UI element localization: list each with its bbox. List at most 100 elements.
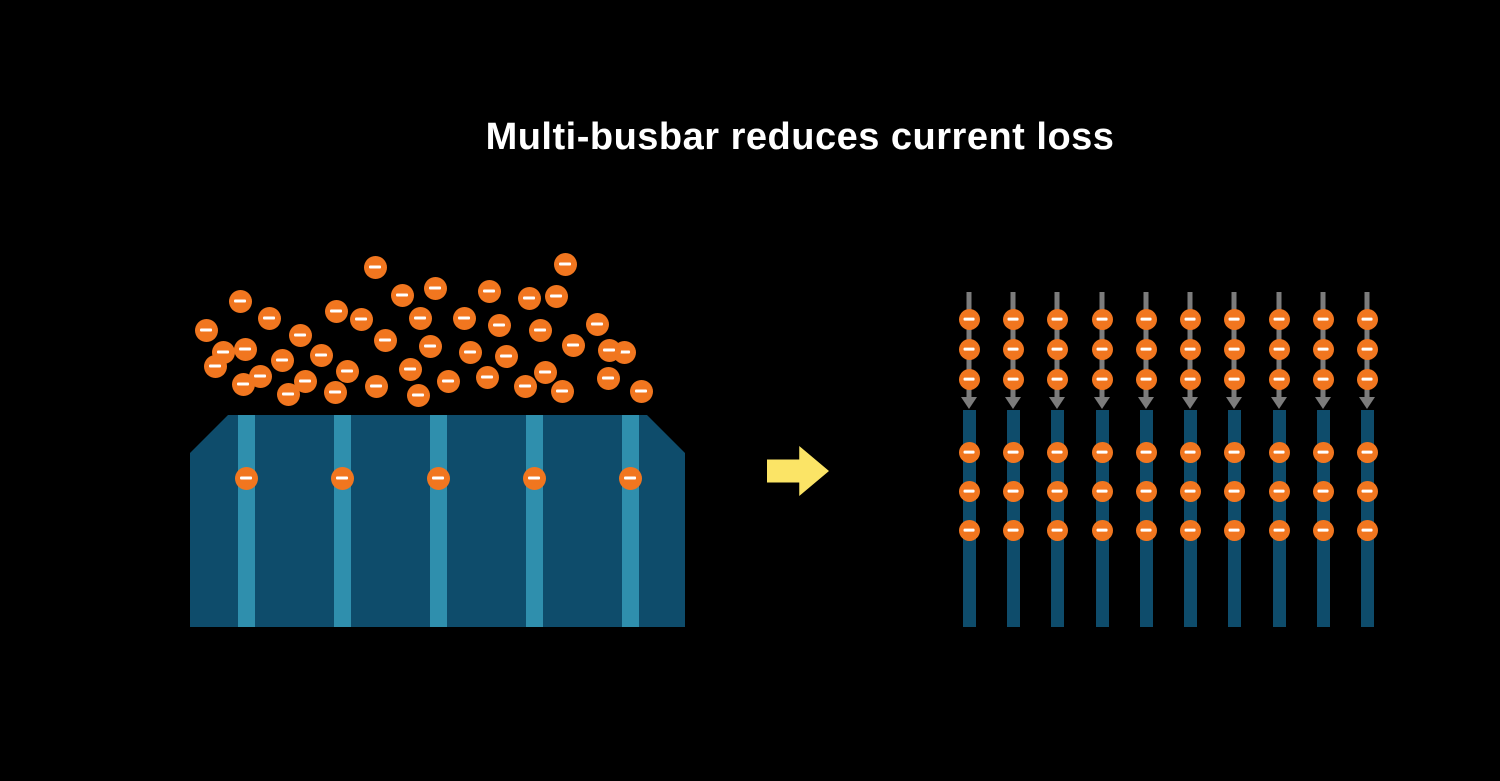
collected-electron-icon (1223, 519, 1245, 541)
free-electron-icon (398, 357, 422, 381)
collected-electron-icon (1135, 480, 1157, 502)
busbar-stripe (622, 415, 639, 627)
free-electron-icon (553, 252, 577, 276)
diagram-title: Multi-busbar reduces current loss (485, 116, 1115, 158)
collected-electron-icon (1046, 519, 1068, 541)
incoming-electron-icon (1002, 368, 1024, 390)
collected-electron-icon (1268, 441, 1290, 463)
collected-electron-icon (1268, 519, 1290, 541)
collected-electron-icon (1046, 480, 1068, 502)
incoming-electron-icon (1002, 308, 1024, 330)
incoming-electron-icon (1312, 338, 1334, 360)
free-electron-icon (257, 306, 281, 330)
incoming-electron-icon (1002, 338, 1024, 360)
collected-electron-icon (330, 466, 354, 490)
free-electron-icon (517, 286, 541, 310)
collected-electron-icon (1179, 519, 1201, 541)
free-electron-icon (194, 318, 218, 342)
incoming-electron-icon (1046, 368, 1068, 390)
busbar-stripe (526, 415, 543, 627)
incoming-electron-icon (1179, 338, 1201, 360)
collected-electron-icon (1091, 480, 1113, 502)
free-electron-icon (458, 340, 482, 364)
incoming-electron-icon (1179, 368, 1201, 390)
collected-electron-icon (1312, 519, 1334, 541)
collected-electron-icon (1135, 441, 1157, 463)
collected-electron-icon (1312, 480, 1334, 502)
incoming-electron-icon (958, 308, 980, 330)
multi-busbar-stripe (1183, 410, 1197, 627)
free-electron-icon (494, 344, 518, 368)
free-electron-icon (585, 312, 609, 336)
free-electron-icon (436, 369, 460, 393)
free-electron-icon (276, 382, 300, 406)
collected-electron-icon (1046, 441, 1068, 463)
incoming-electron-icon (958, 338, 980, 360)
free-electron-icon (533, 360, 557, 384)
down-arrow-head (1182, 397, 1198, 409)
free-electron-icon (231, 372, 255, 396)
free-electron-icon (390, 283, 414, 307)
collected-electron-icon (1135, 519, 1157, 541)
free-electron-icon (349, 307, 373, 331)
free-electron-icon (528, 318, 552, 342)
multi-busbar-stripe (1272, 410, 1286, 627)
collected-electron-icon (1002, 441, 1024, 463)
incoming-electron-icon (1268, 338, 1290, 360)
collected-electron-icon (1179, 480, 1201, 502)
incoming-electron-icon (1046, 338, 1068, 360)
free-electron-icon (550, 379, 574, 403)
free-electron-icon (513, 374, 537, 398)
incoming-electron-icon (1268, 368, 1290, 390)
collected-electron-icon (958, 480, 980, 502)
free-electron-icon (324, 299, 348, 323)
down-arrow-head (1049, 397, 1065, 409)
multi-busbar-stripe (1227, 410, 1241, 627)
free-electron-icon (544, 284, 568, 308)
free-electron-icon (487, 313, 511, 337)
incoming-electron-icon (1135, 338, 1157, 360)
collected-electron-icon (522, 466, 546, 490)
collected-electron-icon (1002, 480, 1024, 502)
free-electron-icon (418, 334, 442, 358)
down-arrow-head (1315, 397, 1331, 409)
multi-busbar-stripe (962, 410, 976, 627)
incoming-electron-icon (1268, 308, 1290, 330)
collected-electron-icon (958, 441, 980, 463)
free-electron-icon (475, 365, 499, 389)
free-electron-icon (293, 369, 317, 393)
free-electron-icon (408, 306, 432, 330)
incoming-electron-icon (1223, 368, 1245, 390)
free-electron-icon (406, 383, 430, 407)
free-electron-icon (270, 348, 294, 372)
incoming-electron-icon (1223, 338, 1245, 360)
incoming-electron-icon (958, 368, 980, 390)
incoming-electron-icon (1179, 308, 1201, 330)
down-arrow-head (1359, 397, 1375, 409)
free-electron-icon (373, 328, 397, 352)
incoming-electron-icon (1356, 308, 1378, 330)
free-electron-icon (452, 306, 476, 330)
collected-electron-icon (1179, 441, 1201, 463)
incoming-electron-icon (1356, 338, 1378, 360)
collected-electron-icon (1356, 480, 1378, 502)
incoming-electron-icon (1091, 368, 1113, 390)
free-electron-icon (629, 379, 653, 403)
incoming-electron-icon (1356, 368, 1378, 390)
collected-electron-icon (234, 466, 258, 490)
collected-electron-icon (1091, 519, 1113, 541)
busbar-stripe (238, 415, 255, 627)
free-electron-icon (363, 255, 387, 279)
collected-electron-icon (958, 519, 980, 541)
down-arrow-head (1271, 397, 1287, 409)
free-electron-icon (561, 333, 585, 357)
free-electron-icon (309, 343, 333, 367)
transition-arrow-icon (767, 446, 829, 496)
free-electron-icon (335, 359, 359, 383)
incoming-electron-icon (1091, 308, 1113, 330)
collected-electron-icon (426, 466, 450, 490)
free-electron-icon (364, 374, 388, 398)
down-arrow-head (1005, 397, 1021, 409)
free-electron-icon (203, 354, 227, 378)
